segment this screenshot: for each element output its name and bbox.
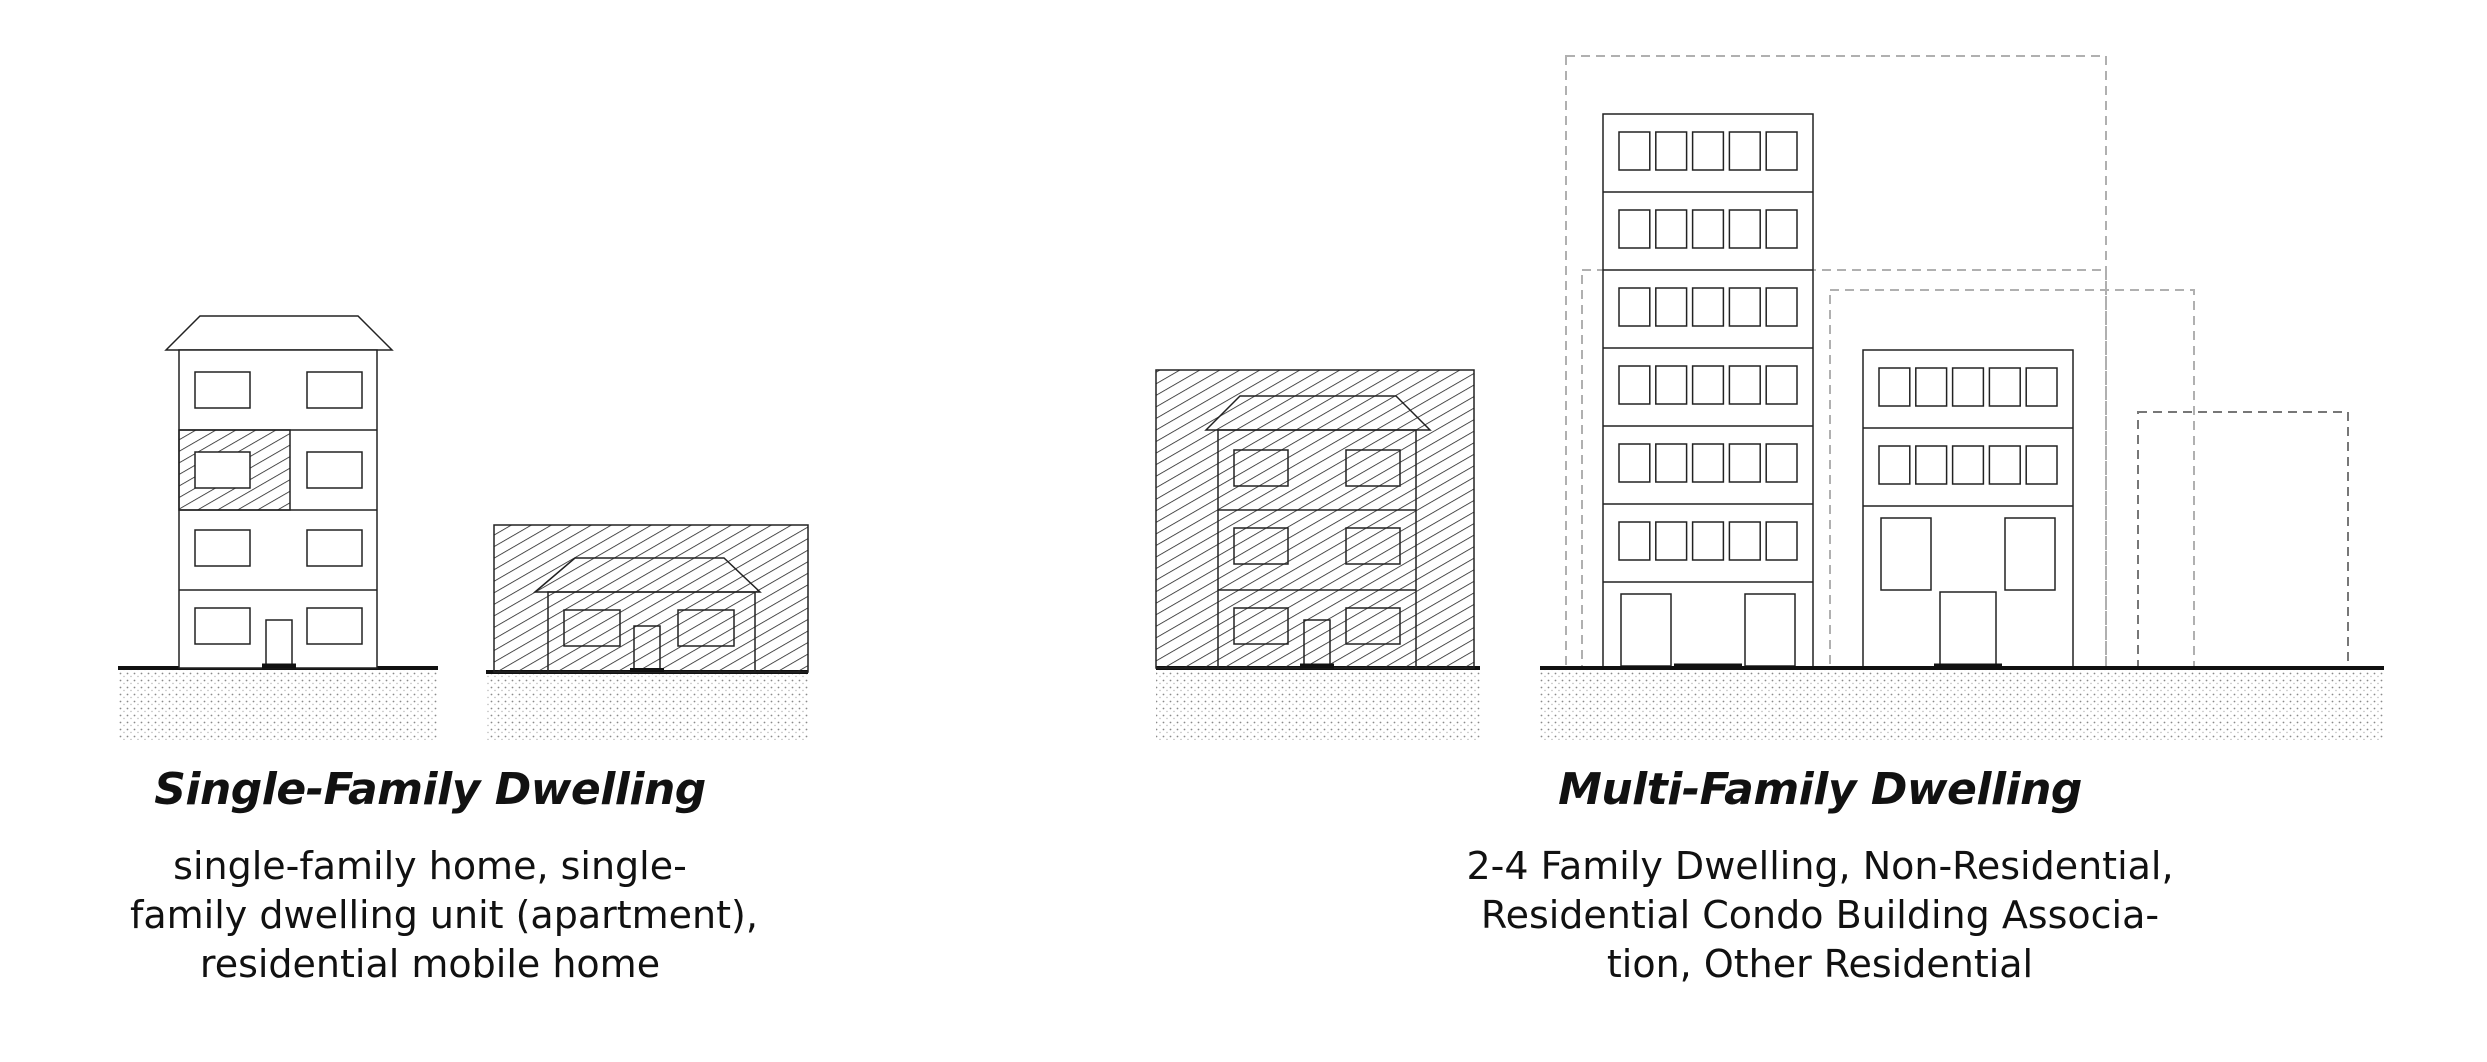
window <box>1915 445 1948 485</box>
window <box>2025 367 2058 407</box>
window <box>1691 365 1725 405</box>
single-desc-line-3: residential mobile home <box>199 942 661 986</box>
multi-desc-line-2: Residential Condo Building Associa- <box>1480 893 2160 937</box>
window <box>1728 131 1761 171</box>
window <box>1728 287 1761 327</box>
ground-single-right <box>486 670 808 740</box>
window <box>1988 367 2021 407</box>
window <box>1691 521 1725 561</box>
window <box>1691 131 1725 171</box>
window <box>2025 445 2058 485</box>
window <box>1618 209 1651 249</box>
window <box>1655 443 1688 483</box>
single-family-title: Single-Family Dwelling <box>154 764 706 815</box>
single-family-home <box>493 524 809 673</box>
window <box>1951 367 1985 407</box>
window <box>1728 209 1761 249</box>
window <box>1765 131 1798 171</box>
ground-multi-left <box>1156 666 1480 740</box>
window <box>1765 287 1798 327</box>
multi-desc-line-3: tion, Other Residential <box>1606 942 2034 986</box>
window <box>1728 365 1761 405</box>
shop-window <box>2004 517 2056 591</box>
single-family-description: single-family home, single- family dwell… <box>130 842 758 989</box>
single-family-apartment-building <box>164 315 394 669</box>
window <box>1878 367 1911 407</box>
single-desc-line-2: family dwelling unit (apartment), <box>130 893 758 937</box>
window <box>1655 287 1688 327</box>
ground-multi-right <box>1540 666 2384 740</box>
window <box>1691 443 1725 483</box>
window <box>1765 521 1798 561</box>
window <box>1618 287 1651 327</box>
window <box>1618 443 1651 483</box>
ground-single-left <box>118 666 438 740</box>
condo-tower <box>1602 113 1814 669</box>
window <box>1655 209 1688 249</box>
window <box>1728 521 1761 561</box>
shop-window <box>1880 517 1932 591</box>
two-to-four-family-building <box>1155 369 1475 669</box>
mid-rise-building <box>1862 349 2074 669</box>
window <box>1618 365 1651 405</box>
multi-family-description: 2-4 Family Dwelling, Non-Residential, Re… <box>1420 842 2220 989</box>
single-desc-line-1: single-family home, single- <box>173 844 687 888</box>
window <box>1691 287 1725 327</box>
window <box>1618 521 1651 561</box>
window <box>1655 131 1688 171</box>
window <box>1655 365 1688 405</box>
window <box>1765 443 1798 483</box>
window <box>1988 445 2021 485</box>
window <box>1951 445 1985 485</box>
window <box>1765 365 1798 405</box>
multi-desc-line-1: 2-4 Family Dwelling, Non-Residential, <box>1466 844 2174 888</box>
multi-family-title: Multi-Family Dwelling <box>1558 764 2082 815</box>
window <box>1618 131 1651 171</box>
window <box>1655 521 1688 561</box>
window <box>1915 367 1948 407</box>
window <box>1728 443 1761 483</box>
window <box>1765 209 1798 249</box>
window <box>1691 209 1725 249</box>
window <box>1878 445 1911 485</box>
